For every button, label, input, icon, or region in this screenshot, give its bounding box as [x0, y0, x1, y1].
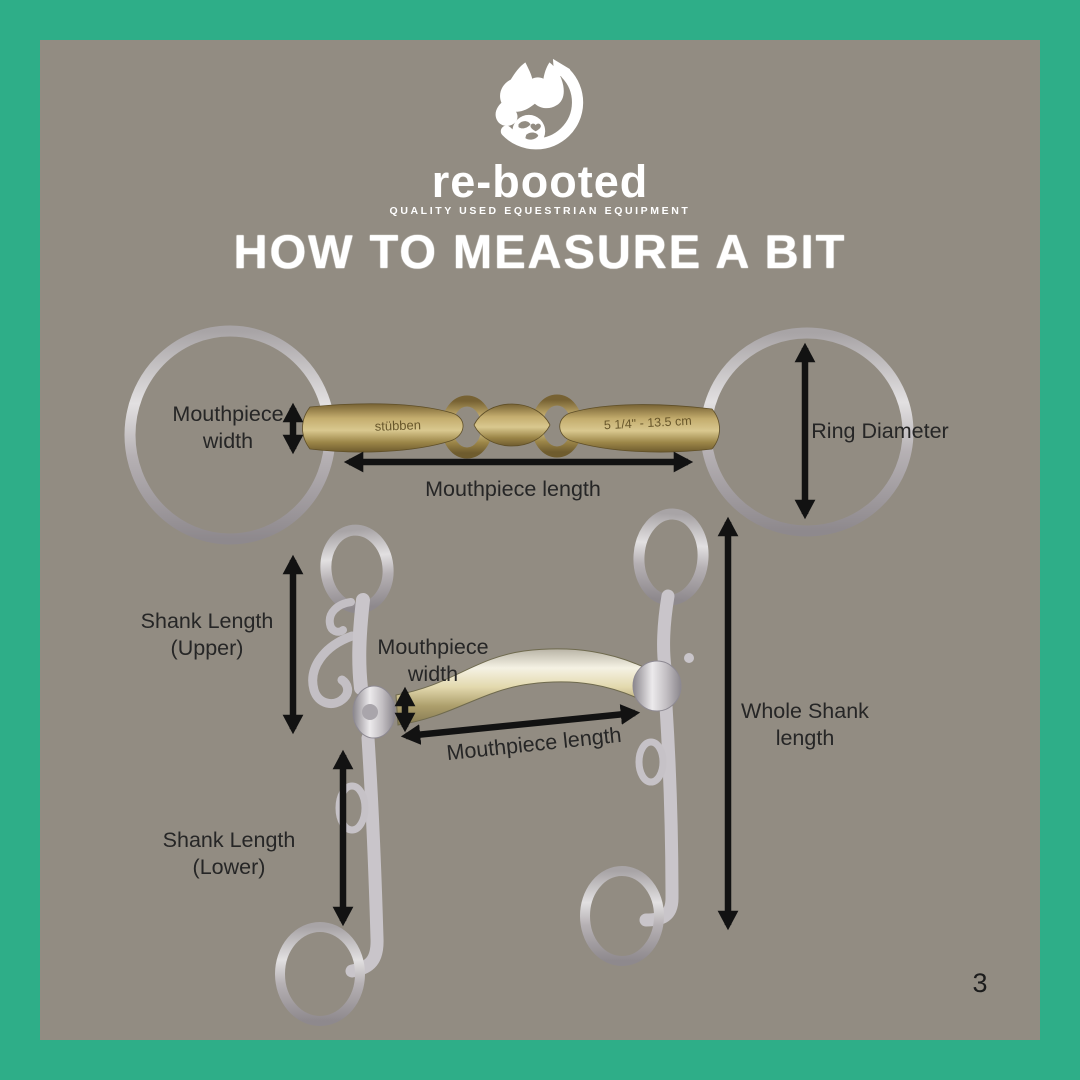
brand-logo-icon [495, 58, 584, 150]
shank-length-lower-label: Shank Length (Lower) [162, 828, 296, 879]
snaffle-mouthpiece-width-label: Mouthpiece width [172, 402, 284, 453]
brand-wordmark: re-booted [431, 156, 649, 207]
shank-right-boss [632, 660, 682, 712]
shank-right-bottom-ring [580, 866, 664, 966]
page-number: 3 [972, 968, 988, 998]
globe-continent [525, 132, 539, 140]
horse-head-icon [500, 62, 564, 112]
snaffle-brand-stamp: stübben [374, 417, 421, 434]
snaffle-mouthpiece-length-label: Mouthpiece length [425, 477, 601, 501]
shank-left-lower-shank [345, 731, 384, 978]
snaffle-size-stamp: 5 1/4" - 13.5 cm [604, 414, 692, 433]
globe-continent [518, 121, 531, 129]
shank-length-upper-label: Shank Length (Upper) [140, 609, 274, 660]
snaffle-lozenge [473, 403, 551, 447]
snaffle-bit: stübben 5 1/4" - 13.5 cm [124, 325, 914, 545]
page-title: HOW TO MEASURE A BIT [233, 225, 847, 278]
whole-shank-length-label: Whole Shank length [741, 699, 869, 750]
shank-left-bottom-ring [275, 922, 365, 1026]
horse-muzzle [495, 100, 518, 126]
shank-left-pin [362, 704, 378, 720]
shank-right-top-loop [633, 508, 709, 606]
shank-right-pin [684, 653, 694, 663]
shank-left-hook [308, 631, 357, 709]
globe-heart-icon [530, 123, 541, 132]
ring-diameter-label: Ring Diameter [811, 419, 949, 443]
measurement-arrows [282, 342, 816, 931]
brand-tagline: QUALITY USED EQUESTRIAN EQUIPMENT [389, 205, 691, 217]
snaffle-mouthpiece-left-arm [302, 403, 464, 453]
shank-mouthpiece-width-label: Mouthpiece width [377, 635, 489, 686]
shank-mouthpiece-length-arrow [400, 704, 641, 745]
shank-left-curb-hook [325, 598, 355, 636]
shank-left-cheek [352, 593, 370, 695]
shank-right-rein-ring [635, 738, 667, 786]
snaffle-mouthpiece-right-arm [559, 404, 720, 453]
shank-right-cheek [657, 589, 675, 675]
